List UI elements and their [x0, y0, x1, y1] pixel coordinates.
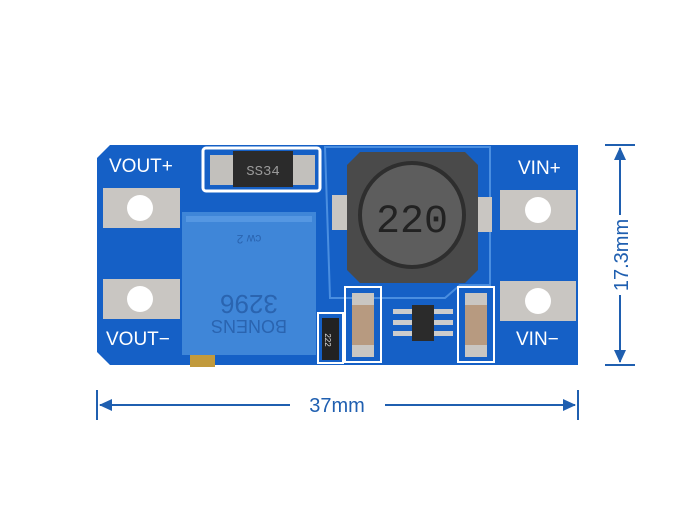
vout-minus-label: VOUT−: [106, 329, 170, 350]
capacitor-right: [457, 286, 495, 363]
pot-model: 3296: [220, 289, 278, 319]
potentiometer: BONENS 3296 cw 2: [182, 212, 316, 367]
resistor: 222: [317, 312, 344, 364]
diode-ss34: SS34: [201, 146, 322, 193]
inductor: 220: [332, 152, 492, 283]
ic-chip: [393, 305, 453, 341]
vout-plus-label: VOUT+: [109, 156, 173, 177]
vin-plus-label: VIN+: [518, 158, 561, 179]
pot-brand: BONENS: [211, 316, 287, 336]
vin-minus-label: VIN−: [516, 329, 559, 350]
resistor-marking: 222: [323, 333, 332, 347]
vin-minus-pad: [500, 281, 576, 321]
vout-plus-pad: [103, 188, 180, 228]
vin-plus-pad: [500, 190, 576, 230]
vout-minus-pad: [103, 279, 180, 319]
capacitor-left: [344, 286, 382, 363]
inductor-marking: 220: [376, 200, 448, 245]
silkscreen-outline: [323, 146, 491, 299]
width-label: 37mm: [309, 395, 365, 417]
height-dimension: [605, 144, 635, 366]
pot-direction: cw 2: [236, 232, 261, 246]
height-label: 17.3mm: [611, 219, 633, 291]
width-dimension: [96, 390, 579, 420]
diode-marking: SS34: [246, 164, 280, 180]
